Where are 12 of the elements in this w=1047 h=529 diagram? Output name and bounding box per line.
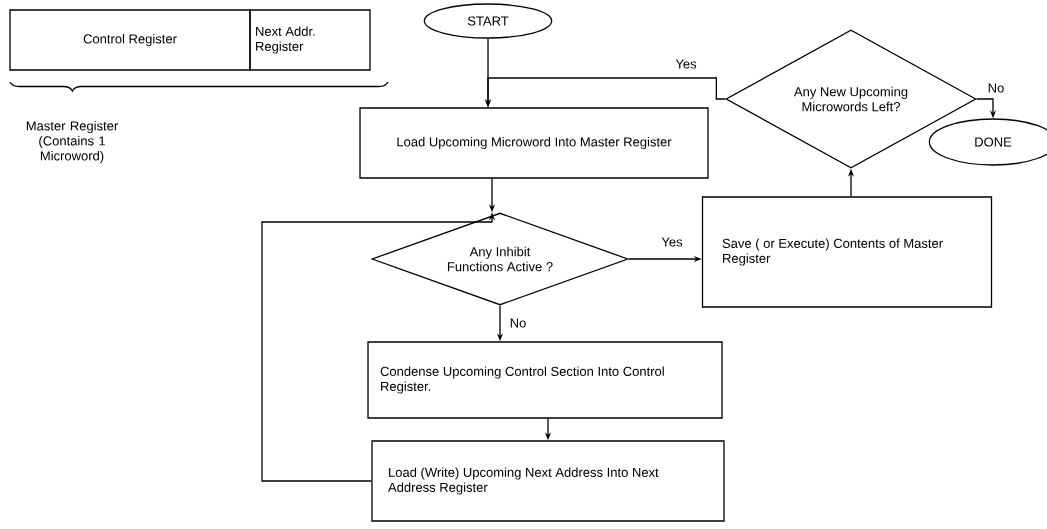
edge-label: Yes xyxy=(660,236,684,248)
process-box: Load (Write) Upcoming Next Address Into Next Address Register xyxy=(371,440,725,522)
process-box: Save ( or Execute) Contents of Master Register xyxy=(701,196,993,308)
edge-label: Yes xyxy=(674,58,698,70)
process-box: Load Upcoming Microword Into Master Register xyxy=(359,107,709,179)
process-box: Condense Upcoming Control Section Into Control Register. xyxy=(367,341,723,419)
edge-label: No xyxy=(986,82,1006,94)
terminal-oval: START xyxy=(423,3,553,39)
register-caption: Master Register (Contains 1 Microword) xyxy=(26,120,118,164)
register-cell: Next Addr. Register xyxy=(249,9,371,71)
register-cell: Control Register xyxy=(9,9,251,71)
edge-label: No xyxy=(508,317,528,329)
